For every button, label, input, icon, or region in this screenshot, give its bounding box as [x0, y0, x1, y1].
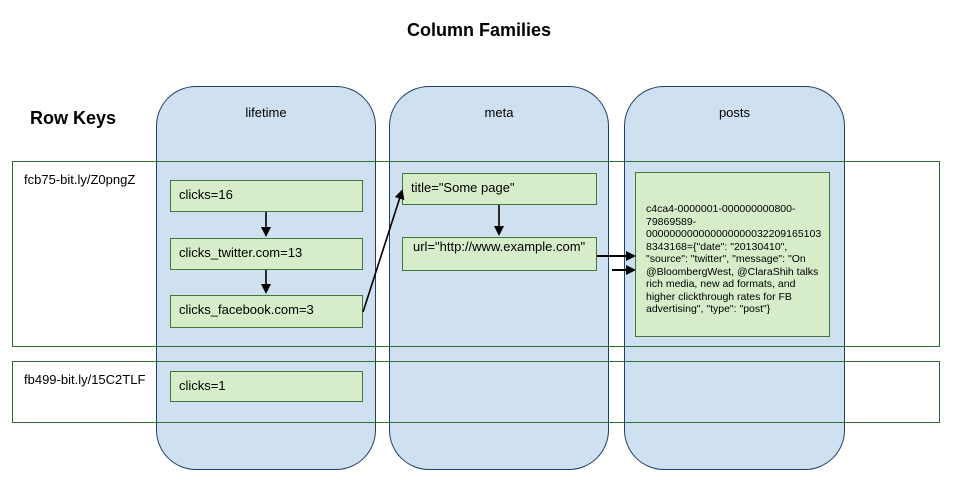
diagram-title: Column Families	[406, 20, 552, 40]
cell-post: c4ca4-0000001-000000000800-79869589-0000…	[635, 172, 830, 337]
row-key-1: fcb75-bit.ly/Z0pngZ	[24, 172, 136, 187]
family-label-meta: meta	[484, 105, 514, 120]
cell-clicks: clicks=16	[170, 180, 363, 212]
cell-clicks-row2: clicks=1	[170, 371, 363, 402]
row-keys-heading: Row Keys	[30, 108, 117, 128]
family-label-lifetime: lifetime	[245, 105, 287, 120]
cell-clicks-twitter: clicks_twitter.com=13	[170, 238, 363, 270]
row-band-2	[12, 361, 940, 423]
family-label-posts: posts	[718, 105, 751, 120]
row-key-2: fb499-bit.ly/15C2TLF	[24, 372, 146, 387]
row-band-1	[12, 161, 940, 347]
cell-clicks-facebook: clicks_facebook.com=3	[170, 295, 363, 328]
cell-title: title="Some page"	[402, 173, 597, 205]
cell-url: url="http://www.example.com"	[402, 237, 597, 271]
